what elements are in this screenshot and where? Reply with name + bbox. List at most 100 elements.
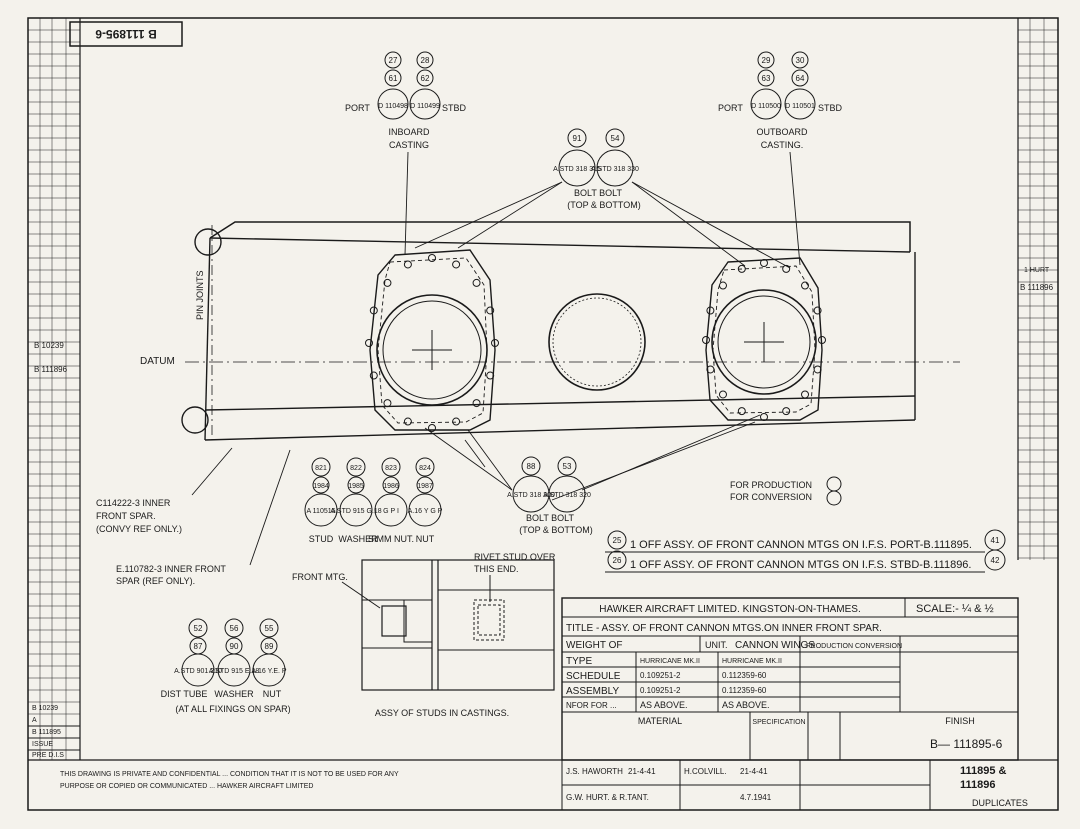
assy-note-2-text: 1 OFF ASSY. OF FRONT CANNON MTGS ON I.F.… [630, 559, 971, 571]
bottom-left-ref-3: B 111895 [32, 729, 61, 736]
copyright-line-1: THIS DRAWING IS PRIVATE AND CONFIDENTIAL… [60, 771, 399, 778]
leader-lines [191, 151, 801, 566]
right-ref-2: B 111896 [1020, 283, 1054, 292]
bolt-hole [702, 336, 710, 344]
right-margin-grid [1018, 18, 1058, 560]
assy-note-1-left: 25 [613, 536, 622, 545]
outboard-balloons: 29 63 D 110500 30 64 D 110501 PORT STBD … [718, 51, 843, 150]
bottom-left-ref-4: ISSUE [32, 741, 53, 748]
copyright-line-2: PURPOSE OR COPIED OR COMMUNICATED ... HA… [60, 783, 313, 790]
c114222-label-2: FRONT SPAR. [96, 511, 156, 521]
pin-joints-label: PIN JOINTS [195, 270, 205, 320]
upper-pin-joint [194, 228, 222, 256]
as-above-1: AS ABOVE. [640, 700, 688, 710]
production-notes: FOR PRODUCTION FOR CONVERSION [730, 476, 842, 506]
tube-balloons: 52 87 A.STD 901 210 DIST TUBE 56 90 A.ST… [161, 618, 291, 714]
inboard-port-item-alt: 61 [389, 74, 398, 83]
front-spar [181, 221, 916, 441]
drawing-title: TITLE - ASSY. OF FRONT CANNON MTGS.ON IN… [566, 623, 882, 634]
tube-nut-caption: NUT [263, 689, 282, 699]
for-production-label: FOR PRODUCTION [730, 480, 812, 490]
outboard-port-part: D 110500 [751, 103, 781, 110]
rivet-stud-label-2: THIS END. [474, 564, 519, 574]
assy-note-2-right: 42 [991, 556, 1000, 565]
unit-value: CANNON WINGS [735, 640, 815, 651]
bolt-hole [472, 399, 481, 408]
duplicates-label: DUPLICATES [972, 798, 1028, 808]
bolt-hole [383, 278, 392, 287]
e110782-label-1: E.110782-3 INNER FRONT [116, 564, 226, 574]
bolt-hole [813, 306, 822, 315]
bolt-hole [428, 424, 436, 432]
simm-nut-part: G P I [383, 508, 399, 515]
bottom-left-refs: B 10239 A B 111895 ISSUE PRE D.I.S [28, 705, 80, 759]
bolt-hole [801, 390, 810, 399]
approved-date: 4.7.1941 [740, 793, 772, 802]
material-label: MATERIAL [638, 716, 682, 726]
nut-caption: NUT [416, 534, 435, 544]
rivet-stud-label-1: RIVET STUD OVER [474, 552, 556, 562]
drawing-number-tag-text: B 111895-6 [95, 27, 157, 41]
nut-item-alt: 1987 [417, 483, 433, 490]
e110782-label-2: SPAR (REF ONLY). [116, 576, 195, 586]
bottom-bolt-1-item: 88 [527, 462, 536, 471]
assy-note-1-text: 1 OFF ASSY. OF FRONT CANNON MTGS ON I.F.… [630, 539, 972, 551]
simm-nut-caption: SIMM NUT. [368, 534, 414, 544]
inboard-caption-2: CASTING [389, 140, 429, 150]
datum-label: DATUM [140, 356, 175, 367]
outboard-stbd-label: STBD [818, 103, 843, 113]
simm-nut-item: 823 [385, 465, 397, 472]
inboard-balloons: 27 61 D 110498 28 62 D 110499 PORT STBD … [345, 51, 467, 150]
type-1: HURRICANE MK.II [640, 658, 700, 665]
assy-note-1-right: 41 [991, 536, 1000, 545]
tube-washer-item: 56 [230, 624, 239, 633]
left-ref-1: B 10239 [34, 341, 64, 350]
nut-item: 824 [419, 465, 431, 472]
nfor-label: NFOR FOR ... [566, 701, 617, 710]
bottom-bolt-balloons: 88 53 A.STD 318 300 A.STD 318 320 BOLT B… [507, 456, 593, 535]
as-above-2: AS ABOVE. [722, 700, 770, 710]
bolt-hole [718, 390, 727, 399]
tube-nut-part: A.16 Y.E. P [251, 668, 286, 675]
bottom-bolt-2-item: 53 [563, 462, 572, 471]
bolt-hole [760, 259, 768, 267]
bolt-hole [706, 306, 715, 315]
outboard-cannon-bore [711, 289, 817, 395]
schedule-label: SCHEDULE [566, 671, 621, 682]
inboard-stbd-part: D 110499 [410, 103, 440, 110]
bolt-hole [383, 399, 392, 408]
tube-nut-item-alt: 89 [265, 642, 274, 651]
bottom-bolt-caption-2: (TOP & BOTTOM) [519, 525, 593, 535]
outboard-port-label: PORT [718, 103, 743, 113]
drawn-date: 21-4-41 [628, 767, 656, 776]
schedule-1: 0.109251-2 [640, 671, 681, 680]
bolt-hole [403, 417, 412, 426]
stud-caption: STUD [309, 534, 334, 544]
top-bolt-2-part: A.STD 318 330 [591, 166, 639, 173]
bolt-hole [486, 371, 495, 380]
drawing-number: B— 111895-6 [930, 737, 1003, 751]
top-bolt-caption-2: (TOP & BOTTOM) [567, 200, 641, 210]
outboard-stbd-item-alt: 64 [796, 74, 805, 83]
outboard-port-item-alt: 63 [762, 74, 771, 83]
dist-tube-caption: DIST TUBE [161, 689, 208, 699]
left-ref-2: B 111896 [34, 365, 68, 374]
finish-label: FINISH [945, 716, 975, 726]
top-bolt-caption-1: BOLT BOLT [574, 188, 623, 198]
stud-part: A 110515 [306, 508, 335, 515]
inboard-port-label: PORT [345, 103, 370, 113]
signature-strip: J.S. HAWORTH 21-4-41 H.COLVILL. 21-4-41 … [561, 760, 1028, 810]
tube-nut-item: 55 [265, 624, 274, 633]
bottom-left-ref-1: B 10239 [32, 705, 58, 712]
right-ref-1: 1 HURT [1024, 267, 1050, 274]
drawing-numbers-2: 111896 [960, 779, 996, 791]
stud-balloons: 821 1984 A 110515 STUD 822 1985 A.STD 91… [304, 457, 443, 544]
outboard-stbd-item: 30 [796, 56, 805, 65]
top-bolt-2-item: 54 [611, 134, 620, 143]
top-bolt-balloons: 91 54 A.STD 318 315 A.STD 318 330 BOLT B… [553, 128, 641, 210]
tube-washer-part: A.STD 915 E.18 [209, 668, 260, 675]
type-label: TYPE [566, 656, 592, 667]
assembly-2: 0.112359-60 [722, 686, 767, 695]
bolt-hole [737, 264, 746, 273]
